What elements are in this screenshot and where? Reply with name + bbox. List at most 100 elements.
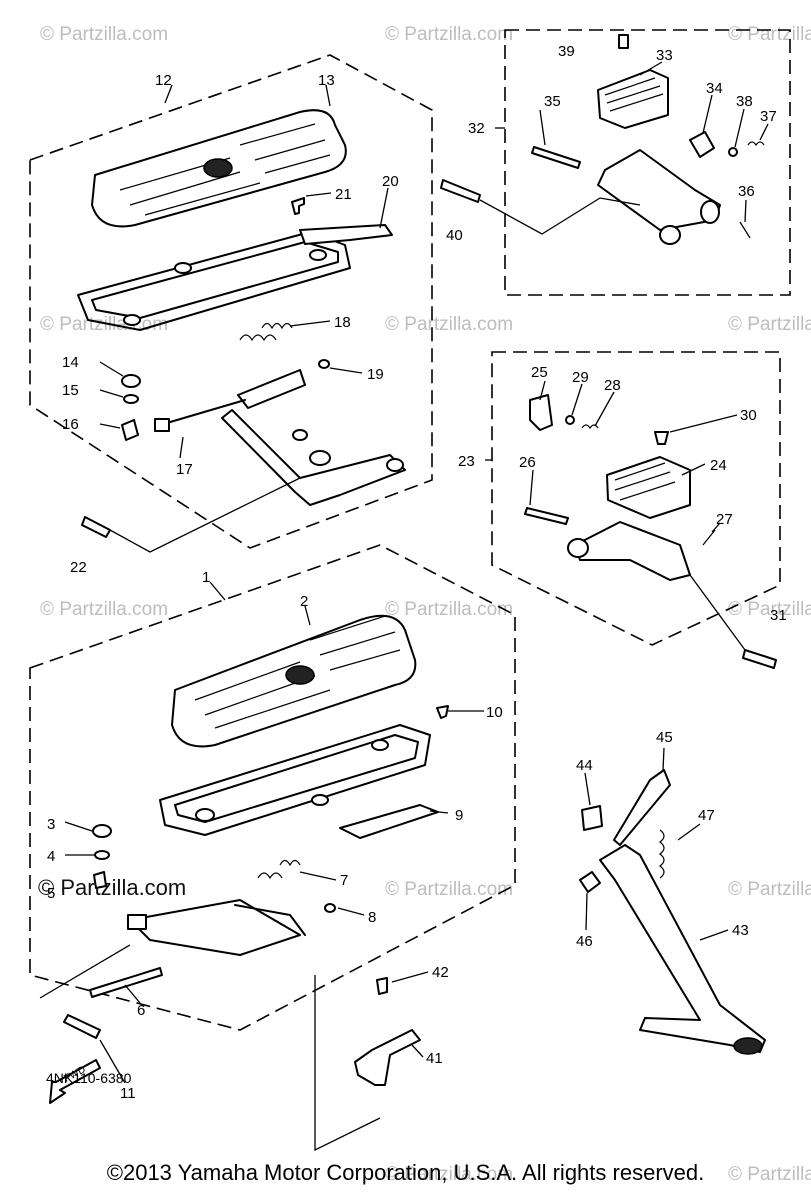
callout-29: 29 (572, 369, 589, 386)
bolt-11 (63, 1014, 101, 1039)
watermark-text: © Partzilla.com (385, 24, 513, 45)
watermark-text: © Partzilla.com (40, 599, 168, 620)
bolt (93, 871, 107, 889)
watermark-text: © Partzilla.com (728, 1164, 811, 1185)
callout-30: 30 (740, 407, 757, 424)
footrest-rubber (606, 456, 691, 519)
callout-4: 4 (47, 848, 55, 865)
assembly-23-footrest-lower (491, 351, 781, 646)
watermark-text: © Partzilla.com (728, 599, 811, 620)
callout-22: 22 (70, 559, 87, 576)
pivot-bracket (237, 369, 306, 409)
callout-5: 5 (47, 885, 55, 902)
plate (339, 804, 439, 839)
callout-36: 36 (738, 183, 755, 200)
watermark-text: © Partzilla.com (728, 879, 811, 900)
assembly-boundary (491, 351, 781, 646)
pivot-bracket (129, 899, 301, 956)
callout-41: 41 (426, 1050, 443, 1067)
callout-3: 3 (47, 816, 55, 833)
callout-35: 35 (544, 93, 561, 110)
callout-11: 11 (120, 1085, 136, 1102)
leader-lines (64, 61, 769, 1084)
spring (659, 829, 665, 879)
spring (257, 859, 301, 880)
watermark-text: © Partzilla.com (728, 314, 811, 335)
callout-44: 44 (576, 757, 593, 774)
assembly-boundary (29, 54, 433, 549)
callout-7: 7 (340, 872, 348, 889)
screw (654, 431, 669, 445)
logo-emblem (203, 158, 233, 178)
copyright-notice: ©2013 Yamaha Motor Corporation, U.S.A. A… (106, 1160, 705, 1185)
callout-15: 15 (62, 382, 79, 399)
callout-6: 6 (137, 1002, 145, 1019)
callout-labels: 1 2 3 4 5 6 7 8 9 10 11 12 13 14 15 16 1… (47, 43, 787, 1102)
assembly-1-footboard-lower (29, 544, 516, 1031)
watermark-text: © Partzilla.com (728, 24, 811, 45)
arm (221, 409, 406, 506)
pin (531, 146, 581, 169)
callout-28: 28 (604, 377, 621, 394)
callout-39: 39 (558, 43, 575, 60)
callout-33: 33 (656, 47, 673, 64)
assembly-boundary (504, 29, 791, 296)
watermark-layer: © Partzilla.com © Partzilla.com © Partzi… (38, 24, 811, 1185)
cotter-pin (702, 529, 716, 546)
callout-37: 37 (760, 108, 777, 125)
bolt (121, 419, 139, 441)
callout-18: 18 (334, 314, 351, 331)
callout-9: 9 (455, 807, 463, 824)
watermark-text: © Partzilla.com (385, 599, 513, 620)
screw (436, 705, 449, 719)
nut (579, 871, 601, 893)
screw (618, 34, 629, 49)
callout-40: 40 (446, 227, 463, 244)
watermark-text: © Partzilla.com (40, 314, 168, 335)
screw (291, 197, 305, 215)
logo-emblem (285, 665, 315, 685)
cotter-pin (739, 221, 751, 239)
bolt (376, 977, 388, 995)
footboard-frame (159, 724, 431, 836)
footrest-rubber (597, 69, 669, 129)
callout-12: 12 (155, 72, 172, 89)
bolt-40 (440, 179, 481, 203)
callout-10: 10 (486, 704, 503, 721)
assembly-boundary (29, 544, 516, 1031)
callout-17: 17 (176, 461, 193, 478)
callout-23: 23 (458, 453, 475, 470)
spring (239, 322, 293, 342)
watermark-text: © Partzilla.com (40, 24, 168, 45)
callout-45: 45 (656, 729, 673, 746)
callout-38: 38 (736, 93, 753, 110)
callout-46: 46 (576, 933, 593, 950)
callout-13: 13 (318, 72, 335, 89)
bolt (613, 769, 671, 846)
watermark-text: © Partzilla.com (385, 1164, 513, 1185)
callout-16: 16 (62, 416, 79, 433)
detent (689, 131, 715, 158)
assembly-12-footboard-upper (29, 54, 433, 549)
callout-1: 1 (202, 569, 210, 586)
callout-42: 42 (432, 964, 449, 981)
footrest-peg (574, 521, 691, 581)
callout-21: 21 (335, 186, 352, 203)
callout-14: 14 (62, 354, 79, 371)
pin (524, 507, 569, 525)
fwd-arrow-icon (49, 1059, 101, 1104)
callout-34: 34 (706, 80, 723, 97)
bracket-41 (314, 975, 421, 1152)
detent (529, 394, 553, 431)
callout-8: 8 (368, 909, 376, 926)
callout-2: 2 (300, 593, 308, 610)
collar (581, 805, 603, 831)
sidestand-assembly (579, 769, 766, 1055)
assembly-32-footrest-upper (504, 29, 791, 296)
bracket (354, 1029, 421, 1086)
callout-27: 27 (716, 511, 733, 528)
pivot-pin (89, 967, 163, 998)
diagram-code: 4NK110-6380 (46, 1070, 132, 1086)
spring (747, 141, 765, 147)
